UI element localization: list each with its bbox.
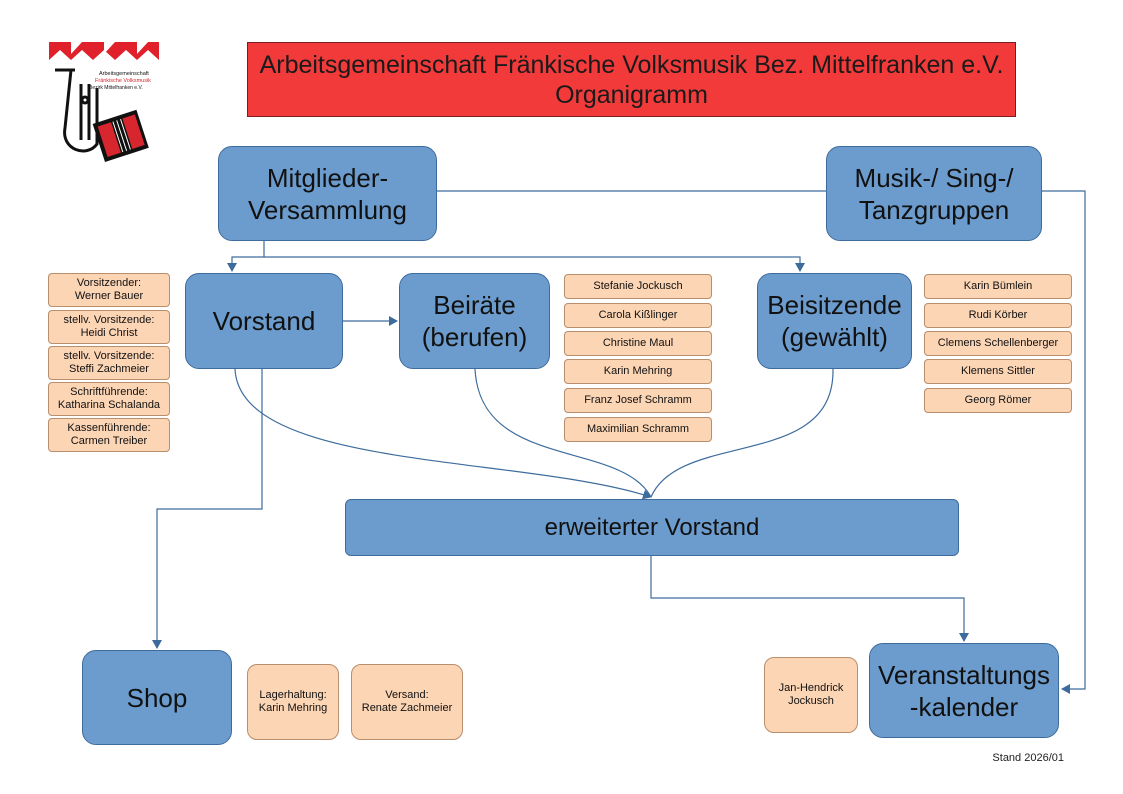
- beiraete-member: Christine Maul: [564, 331, 712, 356]
- vorstand-member: Kassenführende:Carmen Treiber: [48, 418, 170, 452]
- beisitzende-member: Clemens Schellenberger: [924, 331, 1072, 356]
- title-line-1: Arbeitsgemeinschaft Fränkische Volksmusi…: [259, 50, 1004, 79]
- member-name: Klemens Sittler: [961, 365, 1035, 377]
- connector-vorstand-erweitert: [234, 368, 652, 500]
- beiraete-member: Carola Kißlinger: [564, 303, 712, 328]
- beisitzende-member: Karin Bümlein: [924, 274, 1072, 299]
- member-name: Franz Josef Schramm: [584, 394, 692, 406]
- member-name: Karin Bümlein: [963, 280, 1033, 292]
- node-kalender-line-1: Veranstaltungs: [877, 659, 1050, 690]
- member-role: Schriftführende:: [70, 386, 148, 398]
- member-name: Karin Mehring: [258, 702, 328, 714]
- accordion-icon: [92, 109, 149, 163]
- member-name: Stefanie Jockusch: [593, 280, 683, 292]
- member-role: stellv. Vorsitzende:: [63, 314, 155, 326]
- node-vorstand-label: Vorstand: [212, 306, 316, 336]
- member-name-line-2: Jockusch: [788, 695, 834, 707]
- member-name: Heidi Christ: [80, 327, 138, 339]
- member-role: Vorsitzender:: [76, 277, 142, 289]
- connector-vorstand-shop: [152, 369, 263, 649]
- member-name: Carola Kißlinger: [598, 309, 678, 321]
- node-beiraete-line-2: (berufen): [421, 322, 528, 352]
- title-line-2: Organigramm: [555, 80, 708, 109]
- beiraete-member: Karin Mehring: [564, 359, 712, 384]
- member-role: stellv. Vorsitzende:: [63, 350, 155, 362]
- beisitzende-member: Klemens Sittler: [924, 359, 1072, 384]
- member-name: Werner Bauer: [74, 290, 144, 302]
- node-vorstand[interactable]: Vorstand: [185, 273, 343, 369]
- connector-beisitzende-erweitert: [650, 368, 834, 498]
- node-musik-line-1: Musik-/ Sing-/: [854, 162, 1014, 193]
- node-beiraete[interactable]: Beiräte(berufen): [399, 273, 550, 369]
- node-erweitert-label: erweiterter Vorstand: [544, 513, 760, 541]
- member-role: Lagerhaltung:: [259, 689, 327, 701]
- node-mitglieder-line-2: Versammlung: [248, 194, 407, 225]
- member-name: Rudi Körber: [968, 309, 1028, 321]
- beiraete-member: Maximilian Schramm: [564, 417, 712, 442]
- logo-text-3: Bezirk Mittelfranken e.V.: [89, 85, 143, 91]
- page-title: Arbeitsgemeinschaft Fränkische Volksmusi…: [247, 42, 1016, 117]
- node-shop[interactable]: Shop: [82, 650, 232, 745]
- member-name: Renate Zachmeier: [361, 702, 453, 714]
- beisitzende-member: Georg Römer: [924, 388, 1072, 413]
- shop-member: Versand:Renate Zachmeier: [351, 664, 463, 740]
- logo-text-1: Arbeitsgemeinschaft: [99, 71, 149, 77]
- member-role: Kassenführende:: [67, 422, 151, 434]
- member-name: Steffi Zachmeier: [69, 363, 149, 375]
- vorstand-member: Vorsitzender:Werner Bauer: [48, 273, 170, 307]
- shop-member: Lagerhaltung:Karin Mehring: [247, 664, 339, 740]
- beiraete-member: Franz Josef Schramm: [564, 388, 712, 413]
- node-mitglieder-versammlung[interactable]: Mitglieder-Versammlung: [218, 146, 437, 241]
- member-name: Christine Maul: [602, 337, 674, 349]
- tuba-icon: [55, 68, 99, 153]
- member-name: Carmen Treiber: [70, 435, 148, 447]
- member-name: Katharina Schalanda: [57, 399, 161, 411]
- node-kalender-line-2: -kalender: [909, 691, 1019, 722]
- connector-beiraete-erweitert: [474, 368, 652, 498]
- connector-mitglieder-beisitzende: [264, 256, 805, 272]
- node-musik-line-2: Tanzgruppen: [858, 194, 1010, 225]
- logo: Arbeitsgemeinschaft Fränkische Volksmusi…: [41, 40, 166, 166]
- node-shop-label: Shop: [126, 682, 188, 713]
- connector-musik-kalender: [1041, 190, 1086, 694]
- connector-erweitert-kalender: [650, 556, 969, 642]
- node-veranstaltungskalender[interactable]: Veranstaltungs-kalender: [869, 643, 1059, 738]
- member-name-line-1: Jan-Hendrick: [778, 682, 844, 694]
- beiraete-member: Stefanie Jockusch: [564, 274, 712, 299]
- node-erweiterter-vorstand[interactable]: erweiterter Vorstand: [345, 499, 959, 556]
- logo-text-2: Fränkische Volksmusik: [95, 78, 151, 84]
- vorstand-member: Schriftführende:Katharina Schalanda: [48, 382, 170, 416]
- node-musik-tanzgruppen[interactable]: Musik-/ Sing-/Tanzgruppen: [826, 146, 1042, 241]
- member-name: Karin Mehring: [603, 365, 673, 377]
- vorstand-member: stellv. Vorsitzende:Heidi Christ: [48, 310, 170, 344]
- node-beisitzende-line-2: (gewählt): [781, 322, 888, 352]
- node-mitglieder-line-1: Mitglieder-: [266, 162, 389, 193]
- connector-mitglieder-vorstand: [227, 240, 265, 272]
- member-name: Maximilian Schramm: [586, 423, 690, 435]
- beisitzende-member: Rudi Körber: [924, 303, 1072, 328]
- member-name: Clemens Schellenberger: [937, 337, 1059, 349]
- vorstand-member: stellv. Vorsitzende:Steffi Zachmeier: [48, 346, 170, 380]
- node-beisitzende-line-1: Beisitzende: [767, 290, 902, 320]
- member-role: Versand:: [385, 689, 429, 701]
- node-beiraete-line-1: Beiräte: [433, 290, 516, 320]
- stand-label: Stand 2026/01: [992, 752, 1064, 764]
- member-name: Georg Römer: [964, 394, 1032, 406]
- node-beisitzende[interactable]: Beisitzende(gewählt): [757, 273, 912, 369]
